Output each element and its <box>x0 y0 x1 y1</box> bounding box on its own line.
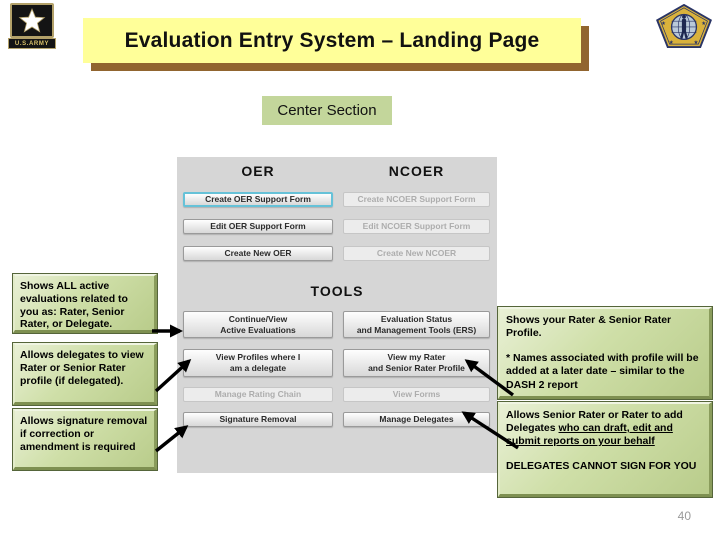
callout-rater-profile-line2: * Names associated with profile will be … <box>506 352 699 391</box>
army-logo-text: U.S.ARMY <box>8 38 56 49</box>
continue-view-active-evaluations-button[interactable]: Continue/View Active Evaluations <box>183 311 333 338</box>
callout-manage-delegates-text: Allows Senior Rater or Rater to add Dele… <box>506 409 703 448</box>
manage-rating-chain-button: Manage Rating Chain <box>183 387 333 402</box>
army-star-icon <box>10 3 54 38</box>
create-new-ncoer-button: Create New NCOER <box>343 246 490 261</box>
callout-manage-delegates: Allows Senior Rater or Rater to add Dele… <box>497 401 713 498</box>
edit-ncoer-support-form-button: Edit NCOER Support Form <box>343 219 490 234</box>
ncoer-column-header: NCOER <box>388 163 445 179</box>
create-oer-support-form-button[interactable]: Create OER Support Form <box>183 192 333 207</box>
manage-delegates-button[interactable]: Manage Delegates <box>343 412 490 427</box>
callout-rater-profile-line1: Shows your Rater & Senior Rater Profile. <box>506 314 672 340</box>
svg-text:★: ★ <box>661 20 666 27</box>
edit-oer-support-form-button[interactable]: Edit OER Support Form <box>183 219 333 234</box>
callout-active-evaluations: Shows ALL active evaluations related to … <box>12 273 158 334</box>
callout-manage-delegates-underlined: who can draft, edit and submit reports o… <box>506 422 673 448</box>
svg-text:★: ★ <box>694 39 699 46</box>
create-new-oer-button[interactable]: Create New OER <box>183 246 333 261</box>
slide-page-number: 40 <box>677 509 691 523</box>
svg-text:★: ★ <box>669 39 674 46</box>
callout-manage-delegates-caps: DELEGATES CANNOT SIGN FOR YOU <box>506 460 697 473</box>
callout-delegate-profile-view: Allows delegates to view Rater or Senior… <box>12 342 158 406</box>
us-army-logo: U.S.ARMY <box>8 3 58 51</box>
tools-section-header: TOOLS <box>310 283 364 299</box>
center-section-label: Center Section <box>262 96 392 125</box>
page-title: Evaluation Entry System – Landing Page <box>83 18 581 63</box>
landing-page-panel: OER NCOER Create OER Support Form Edit O… <box>177 157 497 473</box>
view-profiles-where-delegate-button[interactable]: View Profiles where I am a delegate <box>183 349 333 377</box>
evaluation-status-management-tools-button[interactable]: Evaluation Status and Management Tools (… <box>343 311 490 338</box>
callout-rater-profile: Shows your Rater & Senior Rater Profile.… <box>497 306 713 400</box>
signature-removal-button[interactable]: Signature Removal <box>183 412 333 427</box>
callout-signature-removal: Allows signature removal if correction o… <box>12 408 158 471</box>
hrc-pentagon-emblem-icon: ★ ★ ★ ★ <box>655 3 713 48</box>
view-my-rater-senior-rater-profile-button[interactable]: View my Rater and Senior Rater Profile <box>343 349 490 377</box>
oer-column-header: OER <box>241 163 275 179</box>
svg-text:★: ★ <box>701 20 706 27</box>
create-ncoer-support-form-button: Create NCOER Support Form <box>343 192 490 207</box>
view-forms-button: View Forms <box>343 387 490 402</box>
